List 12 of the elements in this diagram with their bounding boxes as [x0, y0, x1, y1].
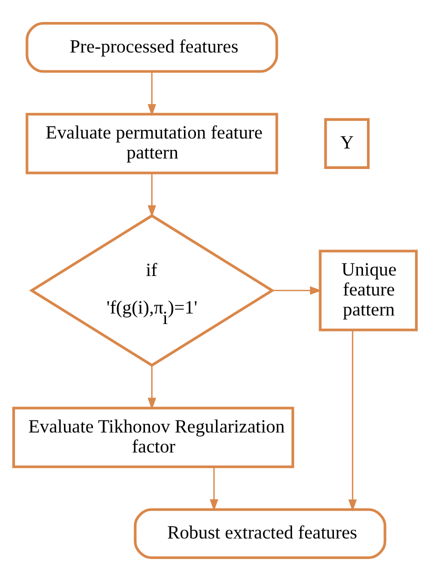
node-box: Evaluate Tikhonov Regularization factor	[12, 406, 294, 468]
arrow	[272, 286, 322, 295]
node-box: Robust extracted features	[134, 508, 386, 559]
arrow	[148, 173, 156, 218]
node-box: Y	[324, 118, 370, 169]
arrow	[348, 330, 357, 512]
node-box: Pre-processed features	[26, 22, 278, 73]
arrow	[210, 467, 218, 512]
node-box: Unique feature pattern	[318, 250, 418, 332]
arrow	[148, 366, 156, 410]
arrow	[148, 72, 156, 116]
node-box: Evaluate permutation feature pattern	[26, 112, 278, 174]
